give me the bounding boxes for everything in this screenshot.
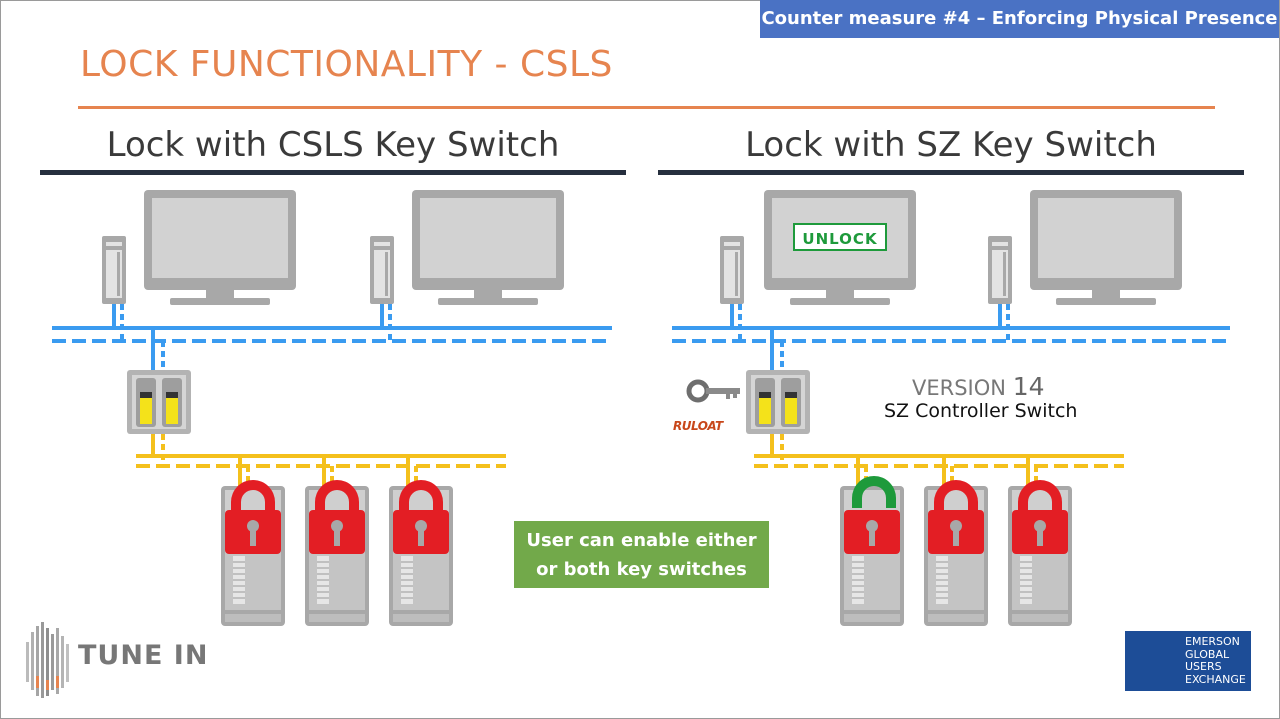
left-key-switch-icon [127, 370, 191, 434]
left-section-title: Lock with CSLS Key Switch [106, 125, 560, 165]
egux-line-1: EMERSON [1185, 635, 1240, 648]
sz-controller-label: SZ Controller Switch [884, 400, 1078, 422]
right-tower-2 [988, 236, 1012, 304]
right-monitor-2 [1030, 190, 1182, 305]
countermeasure-banner: Counter measure #4 – Enforcing Physical … [760, 0, 1279, 38]
title-divider [78, 106, 1215, 109]
egux-logo [1125, 631, 1251, 691]
unlock-indicator: UNLOCK [793, 223, 887, 251]
key-brand-label: RULOAT [673, 419, 723, 433]
egux-logo-text: EMERSON GLOBAL USERS EXCHANGE [1185, 635, 1246, 686]
right-controller-3 [1007, 485, 1073, 627]
left-io-bus [136, 434, 506, 488]
version-label: VERSION 14 [912, 372, 1045, 401]
version-number: 14 [1012, 372, 1045, 401]
left-controller-1 [220, 485, 286, 627]
egux-line-4: EXCHANGE [1185, 672, 1246, 686]
right-section-title: Lock with SZ Key Switch [745, 125, 1157, 165]
left-tower-2 [370, 236, 394, 304]
egux-line-3: USERS [1185, 660, 1222, 673]
equalizer-logo-icon [26, 622, 69, 698]
tune-in-logo-text: TUNE IN [78, 640, 209, 671]
version-text: VERSION [912, 376, 1006, 400]
slide-title: LOCK FUNCTIONALITY - CSLS [80, 44, 613, 85]
right-controller-2 [923, 485, 989, 627]
note-line-1: User can enable either [526, 530, 757, 551]
right-io-bus [754, 434, 1124, 488]
left-network-bus [52, 304, 612, 372]
left-controller-2 [304, 485, 370, 627]
left-monitor-1 [144, 190, 296, 305]
right-key-switch-icon [746, 370, 810, 434]
left-section-rule [40, 170, 626, 175]
left-tower-1 [102, 236, 126, 304]
right-section-rule [658, 170, 1244, 175]
note-line-2: or both key switches [536, 559, 747, 580]
right-network-bus [672, 304, 1230, 372]
key-icon [686, 379, 740, 403]
egux-line-2: GLOBAL [1185, 647, 1230, 661]
left-monitor-2 [412, 190, 564, 305]
left-controller-3 [388, 485, 454, 627]
right-tower-1 [720, 236, 744, 304]
key-switch-note: User can enable either or both key switc… [514, 521, 769, 588]
